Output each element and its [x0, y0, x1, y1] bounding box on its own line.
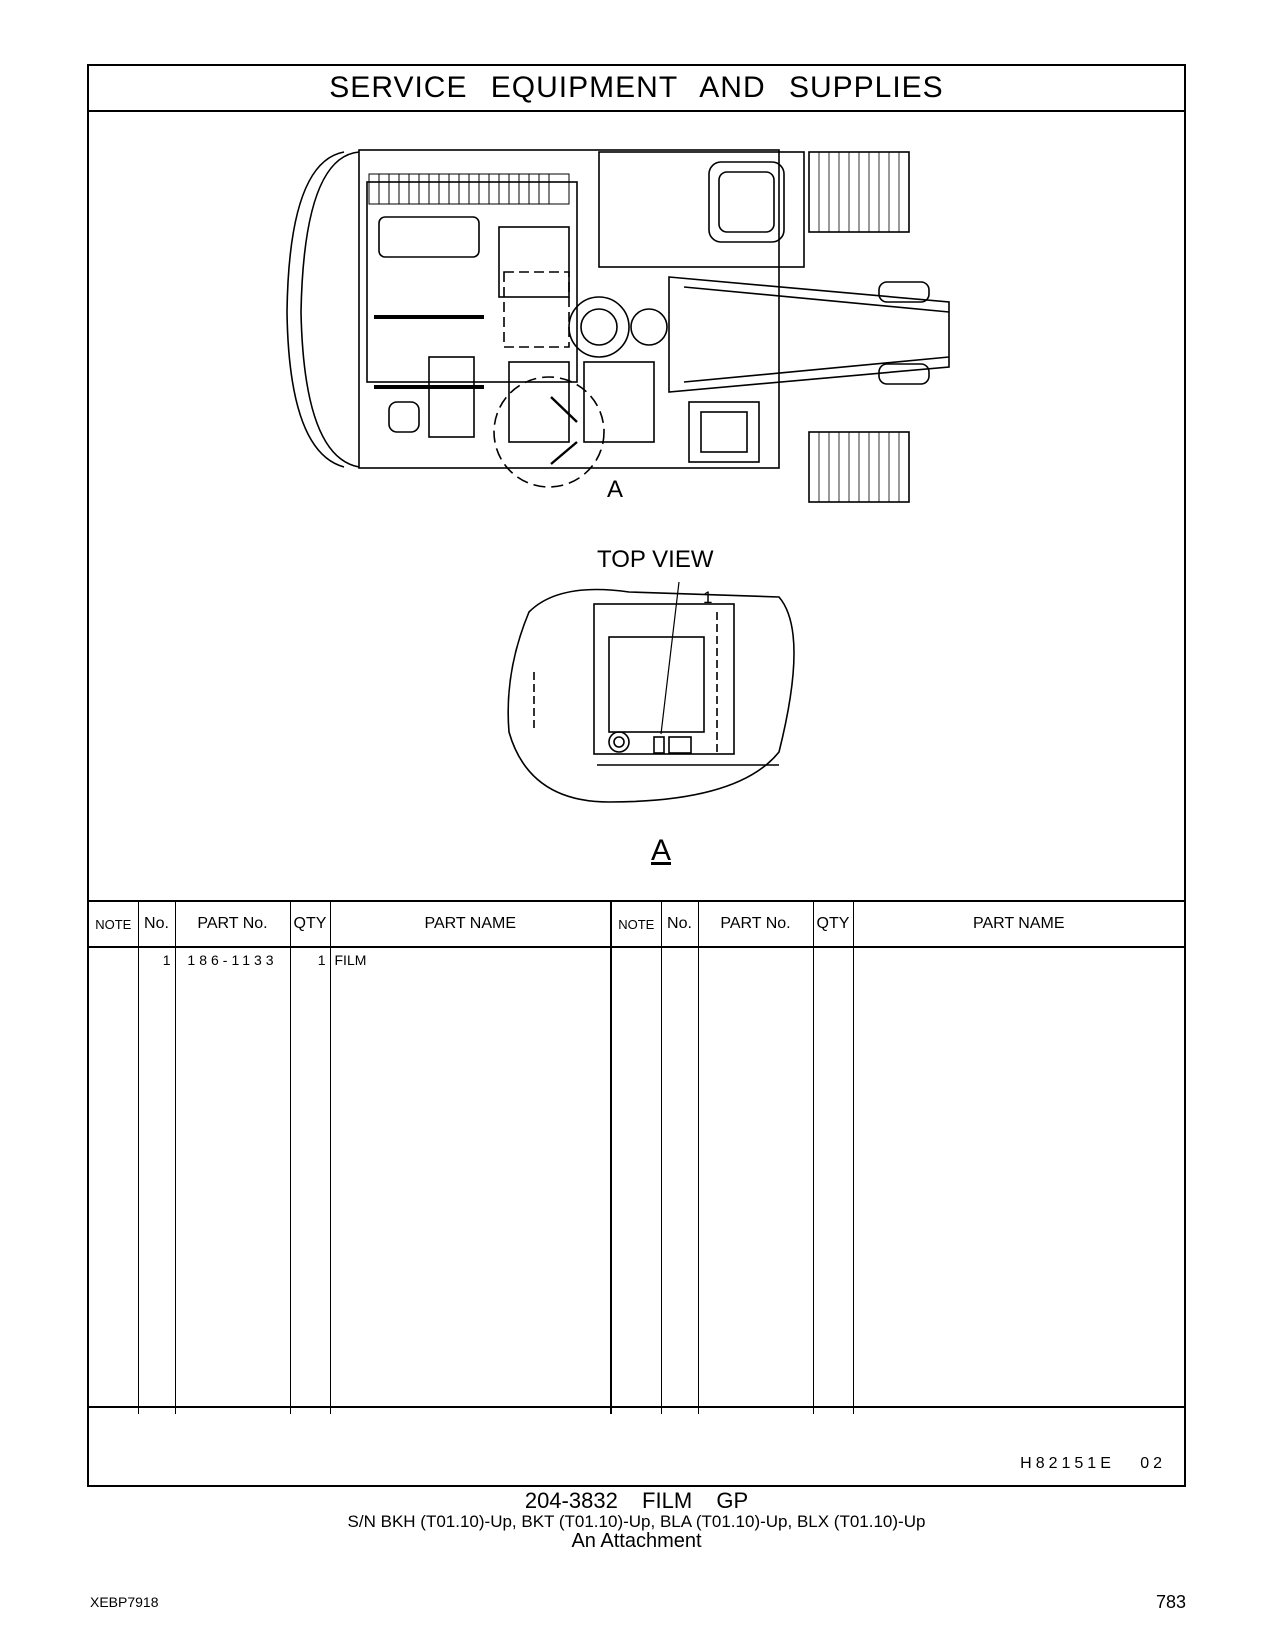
col-no-right: No.	[660, 900, 698, 948]
col-no: No.	[137, 900, 175, 948]
table-header-row: NOTE No. PART No. QTY PART NAME NOTE No.…	[89, 900, 1184, 948]
col-note-right: NOTE	[610, 900, 661, 948]
cell-part-name-right	[852, 947, 1184, 1414]
cell-no-right	[660, 947, 698, 1414]
cell-note	[89, 947, 138, 1414]
top-view-label: TOP VIEW	[597, 546, 714, 573]
cell-no: 1	[137, 947, 175, 1414]
col-note: NOTE	[89, 900, 138, 948]
serial-numbers: S/N BKH (T01.10)-Up, BKT (T01.10)-Up, BL…	[347, 1512, 926, 1531]
col-qty-right: QTY	[812, 900, 853, 948]
illustration-code: H82151E 02	[1020, 1455, 1166, 1472]
cell-part-no: 186-1133	[174, 947, 290, 1414]
attachment-note: An Attachment	[571, 1530, 702, 1552]
cell-part-no-right	[697, 947, 813, 1414]
col-qty: QTY	[289, 900, 330, 948]
parts-illustration: A TOP VIEW 1 A	[89, 112, 1184, 900]
group-title: 204-3832 FILM GP	[524, 1488, 749, 1513]
table-footer: H82151E 02	[89, 1406, 1184, 1485]
document-id: XEBP7918	[90, 1594, 159, 1610]
detail-a-label: A	[651, 834, 672, 867]
detail-a-marker: A	[607, 476, 624, 503]
table-row: 1 186-1133 1 FILM	[89, 947, 1184, 1414]
callout-number: 1	[703, 588, 713, 607]
cell-part-name: FILM	[329, 947, 611, 1414]
cell-qty-right	[812, 947, 853, 1414]
page-title: SERVICE EQUIPMENT AND SUPPLIES	[329, 71, 944, 104]
excavator-top-view-drawing	[286, 149, 950, 803]
cell-qty: 1	[289, 947, 330, 1414]
page-number: 783	[1155, 1592, 1186, 1612]
col-part-no-right: PART No.	[697, 900, 813, 948]
cell-note-right	[610, 947, 661, 1414]
col-part-name-right: PART NAME	[852, 900, 1184, 948]
title-bar: SERVICE EQUIPMENT AND SUPPLIES	[89, 66, 1184, 112]
parts-table: NOTE No. PART No. QTY PART NAME NOTE No.…	[89, 900, 1184, 1414]
parts-page-frame: SERVICE EQUIPMENT AND SUPPLIES	[87, 64, 1186, 1487]
col-part-no: PART No.	[174, 900, 290, 948]
col-part-name: PART NAME	[329, 900, 611, 948]
